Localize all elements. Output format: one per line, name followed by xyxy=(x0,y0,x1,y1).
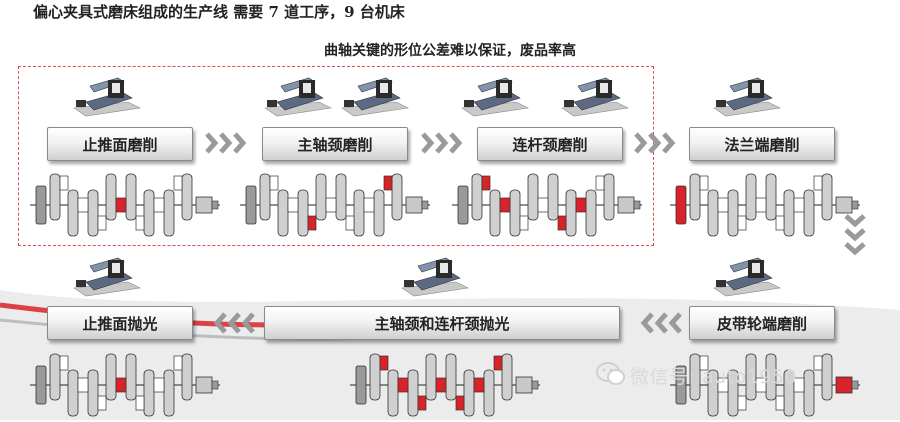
flow-arrow-down xyxy=(844,214,866,256)
quality-note: 曲轴关键的形位公差难以保证，废品率高 xyxy=(324,43,576,59)
grinding-machine-icon xyxy=(561,77,629,117)
grinding-machine-icon xyxy=(713,257,781,297)
page-title: 偏心夹具式磨床组成的生产线 需要 7 道工序，9 台机床 xyxy=(33,3,405,21)
wechat-icon xyxy=(596,362,625,385)
crankshaft-icon xyxy=(30,353,220,417)
grinding-machine-icon xyxy=(713,77,781,117)
flow-arrow-right-3 xyxy=(634,132,676,154)
crankshaft-icon xyxy=(670,353,860,417)
grinding-machine-icon xyxy=(73,257,141,297)
flow-arrow-left-2 xyxy=(213,312,255,334)
step-label-4: 法兰端磨削 xyxy=(689,127,835,161)
grinding-machine-icon xyxy=(341,77,409,117)
grinding-machine-icon xyxy=(461,77,529,117)
flow-arrow-right-1 xyxy=(205,132,247,154)
grinding-machine-icon xyxy=(73,77,141,117)
step-label-1: 止推面磨削 xyxy=(47,127,193,161)
flow-arrow-right-2 xyxy=(421,132,463,154)
crankshaft-icon xyxy=(240,173,430,237)
crankshaft-icon xyxy=(452,173,642,237)
flow-arrow-left-1 xyxy=(640,312,682,334)
crankshaft-icon xyxy=(670,173,860,237)
problem-region-box xyxy=(18,66,654,246)
step-label-3: 连杆颈磨削 xyxy=(477,127,623,161)
step-label-5: 皮带轮端磨削 xyxy=(689,306,835,340)
grinding-machine-icon xyxy=(401,257,469,297)
watermark-text: 微信号: auto1950 xyxy=(630,366,798,388)
crankshaft-icon xyxy=(30,173,220,237)
step-label-2: 主轴颈磨削 xyxy=(262,127,408,161)
crankshaft-icon xyxy=(350,353,540,417)
step-label-6: 主轴颈和连杆颈抛光 xyxy=(264,306,620,340)
step-label-7: 止推面抛光 xyxy=(47,306,193,340)
grinding-machine-icon xyxy=(264,77,332,117)
